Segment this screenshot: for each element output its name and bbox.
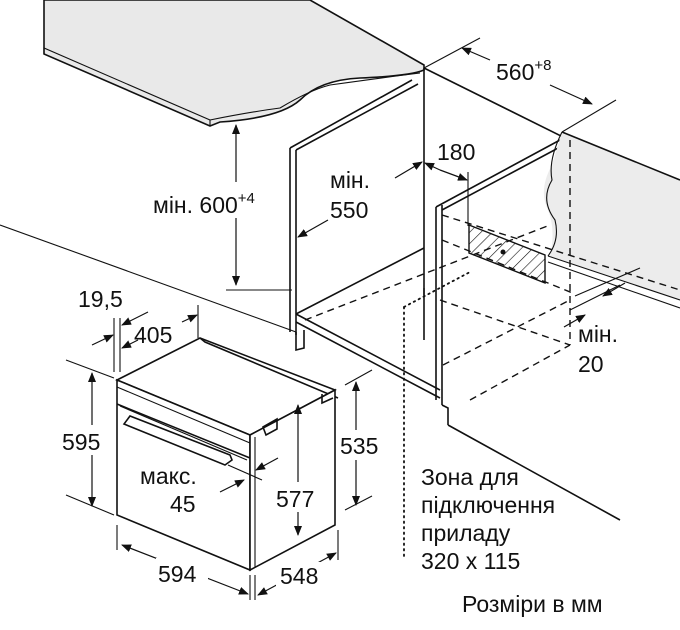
units-note: Розміри в мм <box>462 591 603 617</box>
rear-gap-value: 20 <box>578 351 604 377</box>
connection-zone-hatch <box>468 223 546 285</box>
niche-cabinet <box>0 67 680 561</box>
side-height: 535 <box>340 433 378 459</box>
rear-gap-prefix: мін. <box>578 321 618 347</box>
oven-dimensions: 19,5 405 595 577 535 макс. 45 594 <box>60 286 392 600</box>
zone-line-2: підключення <box>421 492 555 518</box>
depth-value: 550 <box>330 197 368 223</box>
svg-text:560+8: 560+8 <box>496 57 551 85</box>
countertop <box>43 0 425 127</box>
max-value: 45 <box>170 491 196 517</box>
top-depth: 405 <box>134 322 172 348</box>
side-offset: 180 <box>437 139 475 165</box>
body-depth: 548 <box>280 563 318 589</box>
front-height: 595 <box>62 429 100 455</box>
niche-height-tolerance: +4 <box>238 190 255 207</box>
niche-height-prefix: мін. <box>153 192 193 218</box>
body-height: 577 <box>276 486 314 512</box>
cabinet-width: 560 <box>496 59 534 85</box>
oven <box>115 337 339 572</box>
max-prefix: макс. <box>140 463 197 489</box>
niche-height: 600 <box>199 192 237 218</box>
zone-size: 320 x 115 <box>421 548 520 574</box>
connection-zone-label: Зона для підключення приладу 320 x 115 <box>421 464 555 574</box>
frame-depth: 19,5 <box>78 286 123 312</box>
zone-line-1: Зона для <box>421 464 519 490</box>
cabinet-dimensions: 560+8 мін. 600+4 мін. 550 180 мін. 20 <box>150 37 641 377</box>
svg-text:мін. 600+4: мін. 600+4 <box>153 190 255 218</box>
cabinet-width-tolerance: +8 <box>534 57 551 74</box>
zone-line-3: приладу <box>421 520 511 546</box>
front-width: 594 <box>158 561 197 587</box>
depth-prefix: мін. <box>330 167 370 193</box>
